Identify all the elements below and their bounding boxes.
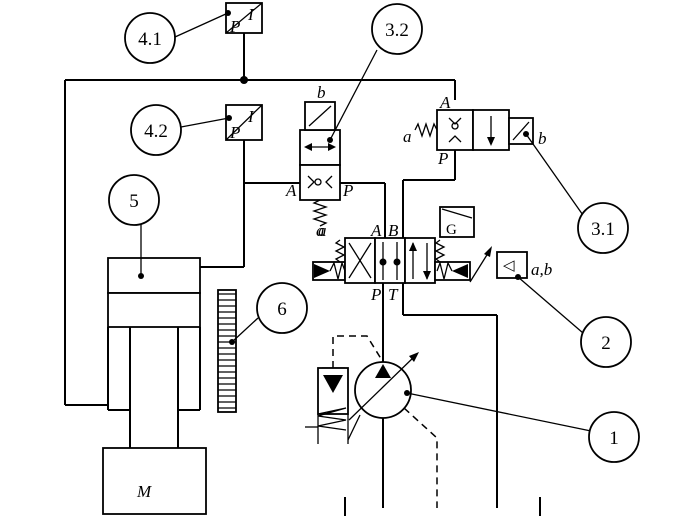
- position-scale-6: [217, 289, 237, 413]
- variable-pump: [305, 335, 438, 508]
- callout-1-text: 1: [609, 428, 619, 449]
- sensor-41-current-label: I: [247, 5, 255, 24]
- pressure-transducer-4-1: I P: [225, 2, 263, 36]
- valve-32-a-label: a: [316, 221, 325, 240]
- callout-2: 2: [580, 316, 632, 368]
- callout-4-2-text: 4.2: [144, 121, 168, 142]
- svg-text:◁: ◁: [503, 258, 515, 274]
- valve-31-b-label: b: [538, 129, 547, 148]
- sensor-41-pressure-label: P: [229, 17, 240, 36]
- callout-3-2: 3.2: [371, 3, 423, 55]
- callout-4-1-text: 4.1: [138, 29, 162, 50]
- servo-port-a: A: [370, 221, 382, 240]
- callout-3-1-text: 3.1: [591, 219, 615, 240]
- directional-valve-3-2: b a A P: [285, 83, 353, 240]
- amplifier-label: a,b: [531, 260, 552, 279]
- servo-port-b: B: [388, 221, 399, 240]
- valve-31-a-label: a: [403, 127, 412, 146]
- servo-port-t: T: [388, 285, 399, 304]
- sensor-42-pressure-label: P: [229, 123, 240, 142]
- valve-32-port-a: A: [285, 181, 297, 200]
- valve-31-port-p: P: [437, 149, 448, 168]
- callout-3-2-text: 3.2: [385, 20, 409, 41]
- directional-valve-3-1: a b A P: [403, 93, 547, 168]
- callout-3-1: 3.1: [577, 202, 629, 254]
- callout-2-text: 2: [601, 333, 611, 354]
- mass-block-m: M: [102, 447, 207, 515]
- valve-32-port-p: P: [342, 181, 353, 200]
- hydraulic-cylinder-5: [107, 257, 201, 448]
- motor-label: M: [136, 482, 152, 501]
- callout-5-text: 5: [129, 191, 139, 212]
- amplifier-box: ◁ a,b: [496, 251, 552, 279]
- callout-1: 1: [588, 411, 640, 463]
- callout-6: 6: [256, 282, 308, 334]
- callout-4-1: 4.1: [124, 12, 176, 64]
- valve-32-b-label: b: [317, 83, 326, 102]
- pressure-transducer-4-2: I P: [225, 104, 263, 142]
- feedback-g-label: G: [446, 222, 457, 238]
- sensor-42-current-label: I: [247, 107, 255, 126]
- callout-6-text: 6: [277, 299, 287, 320]
- callout-4-2: 4.2: [130, 104, 182, 156]
- callout-5: 5: [108, 174, 160, 226]
- servo-a-label: a: [318, 221, 327, 240]
- valve-31-port-a: A: [439, 93, 451, 112]
- proportional-servo-valve: G a A B P T: [312, 206, 492, 304]
- pressure-lines: [64, 33, 541, 516]
- servo-port-p: P: [370, 285, 381, 304]
